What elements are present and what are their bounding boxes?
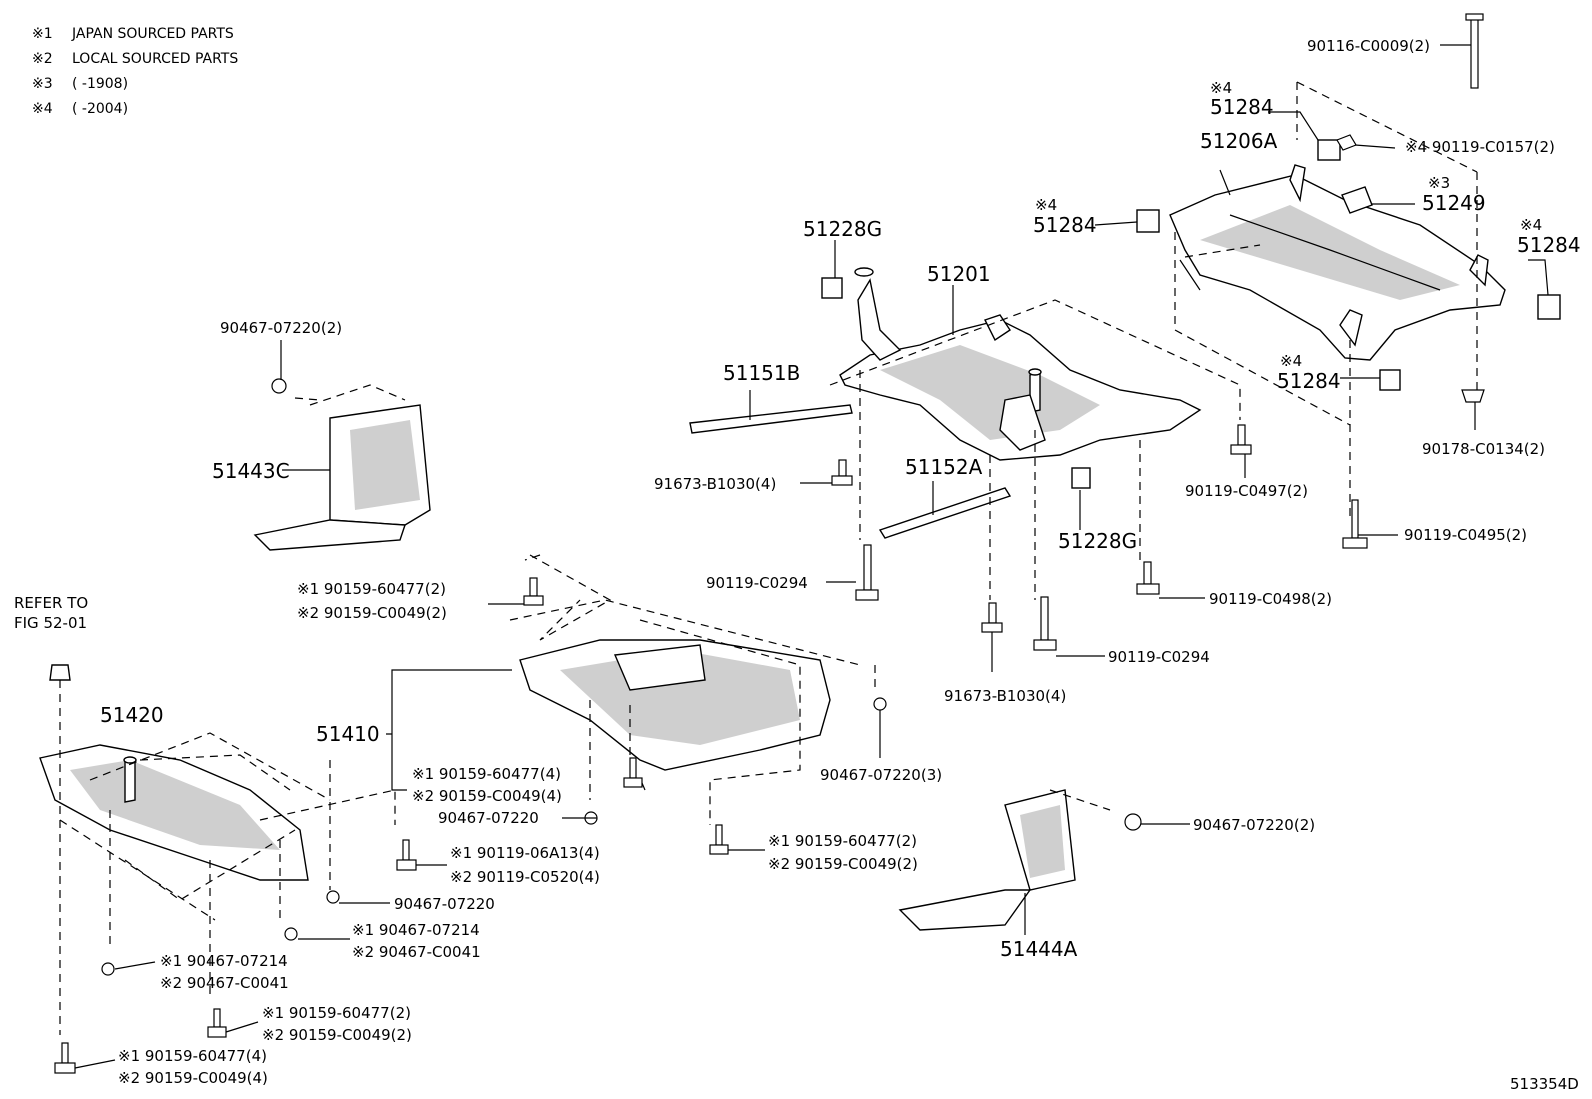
label-51410: 51410 [316,722,380,746]
label-90119-c0294-l: 90119-C0294 [706,574,808,592]
label-refer-fig: FIG 52-01 [14,614,87,632]
label-90467-07220-r2: 90467-07220(2) [1193,816,1315,834]
label-51444a: 51444A [1000,937,1078,961]
label-91673-b1030-top: 91673-B1030(4) [654,475,776,493]
part-51228g-bot [1071,467,1091,489]
legend: ※1 JAPAN SOURCED PARTS ※2 LOCAL SOURCED … [32,26,238,117]
legend-mark-3: ※3 [32,76,53,92]
label-90119-c0157: ※4 90119-C0157(2) [1405,138,1555,156]
label-90467-07214-r1: ※1 90467-07214 [352,921,480,939]
label-refer-to: REFER TO [14,594,88,612]
part-51284-a [1317,139,1341,161]
fasteners [54,13,1485,1074]
legend-text-1: JAPAN SOURCED PARTS [71,26,234,42]
label-90467-c0041-r2: ※2 90467-C0041 [352,943,481,961]
label-51443c: 51443C [212,459,290,483]
part-51228g-top [821,277,843,299]
legend-text-3: ( -1908) [72,76,128,92]
label-51206a: 51206A [1200,129,1278,153]
label-90467-07220-3: 90467-07220(3) [820,766,942,784]
label-90467-07214-l1: ※1 90467-07214 [160,952,288,970]
label-90159-br-2: ※2 90159-C0049(2) [768,855,918,873]
part-labels: 90116-C0009(2) ※4 51284 51206A ※4 90119-… [14,37,1581,1093]
legend-text-4: ( -2004) [72,101,128,117]
legend-mark-2: ※2 [32,51,53,67]
label-90467-07220-mid: 90467-07220 [438,809,539,827]
leader-lines [74,44,1549,1069]
part-51410 [519,639,831,771]
front-crossmember-51201 [839,267,1202,461]
part-51443c [253,404,431,551]
label-90159-bl-1: ※1 90159-60477(2) [262,1004,411,1022]
legend-mark-4: ※4 [32,101,53,117]
dashed-guide-lines [59,81,1478,1035]
label-90178-c0134: 90178-C0134(2) [1422,440,1545,458]
part-51420 [39,744,309,881]
label-90159-bl-2: ※2 90159-C0049(2) [262,1026,412,1044]
label-51152a: 51152A [905,455,983,479]
label-51284-b-mark: ※4 [1035,196,1057,214]
legend-text-2: LOCAL SOURCED PARTS [72,51,238,67]
label-90119-06a13: ※1 90119-06A13(4) [450,844,600,862]
label-51284-b: 51284 [1033,213,1097,237]
label-90119-c0294-r: 90119-C0294 [1108,648,1210,666]
label-90467-c0041-l2: ※2 90467-C0041 [160,974,289,992]
label-51420: 51420 [100,703,164,727]
label-51284-c-mark: ※4 [1520,216,1542,234]
label-51284-a-mark: ※4 [1210,79,1232,97]
label-51201: 51201 [927,262,991,286]
label-51228g-top: 51228G [803,217,882,241]
part-51249 [1341,186,1373,214]
figure-code: 513354D [1510,1075,1579,1093]
label-90159-bb-2: ※2 90159-C0049(4) [118,1069,268,1087]
label-51284-d-mark: ※4 [1280,352,1302,370]
label-51228g-bot: 51228G [1058,529,1137,553]
part-51444a [898,789,1076,931]
part-51284-d [1379,369,1401,391]
label-51284-a: 51284 [1210,95,1274,119]
label-90159-br-1: ※1 90159-60477(2) [768,832,917,850]
label-51284-d: 51284 [1277,369,1341,393]
label-90119-c0497: 90119-C0497(2) [1185,482,1308,500]
label-51151b: 51151B [723,361,800,385]
label-90159-mid-2: ※2 90159-C0049(4) [412,787,562,805]
label-90119-c0495: 90119-C0495(2) [1404,526,1527,544]
label-90116-c0009: 90116-C0009(2) [1307,37,1430,55]
label-90159-top-1: ※1 90159-60477(2) [297,580,446,598]
part-51151b [689,404,853,434]
label-51249: 51249 [1422,191,1486,215]
clip-refer-fig [49,664,71,681]
part-51284-b [1136,209,1160,233]
label-51284-c: 51284 [1517,233,1581,257]
label-51249-mark: ※3 [1428,174,1450,192]
label-90159-mid-1: ※1 90159-60477(4) [412,765,561,783]
label-91673-b1030-bot: 91673-B1030(4) [944,687,1066,705]
part-51284-c [1537,294,1561,320]
label-90119-c0520: ※2 90119-C0520(4) [450,868,600,886]
part-51152a [878,487,1012,539]
label-90119-c0498: 90119-C0498(2) [1209,590,1332,608]
rear-crossmember-51206a [1169,164,1506,361]
label-90159-top-2: ※2 90159-C0049(2) [297,604,447,622]
label-90467-07220-tl: 90467-07220(2) [220,319,342,337]
label-90159-bb-1: ※1 90159-60477(4) [118,1047,267,1065]
legend-mark-1: ※1 [32,26,53,42]
label-90467-07220-s: 90467-07220 [394,895,495,913]
